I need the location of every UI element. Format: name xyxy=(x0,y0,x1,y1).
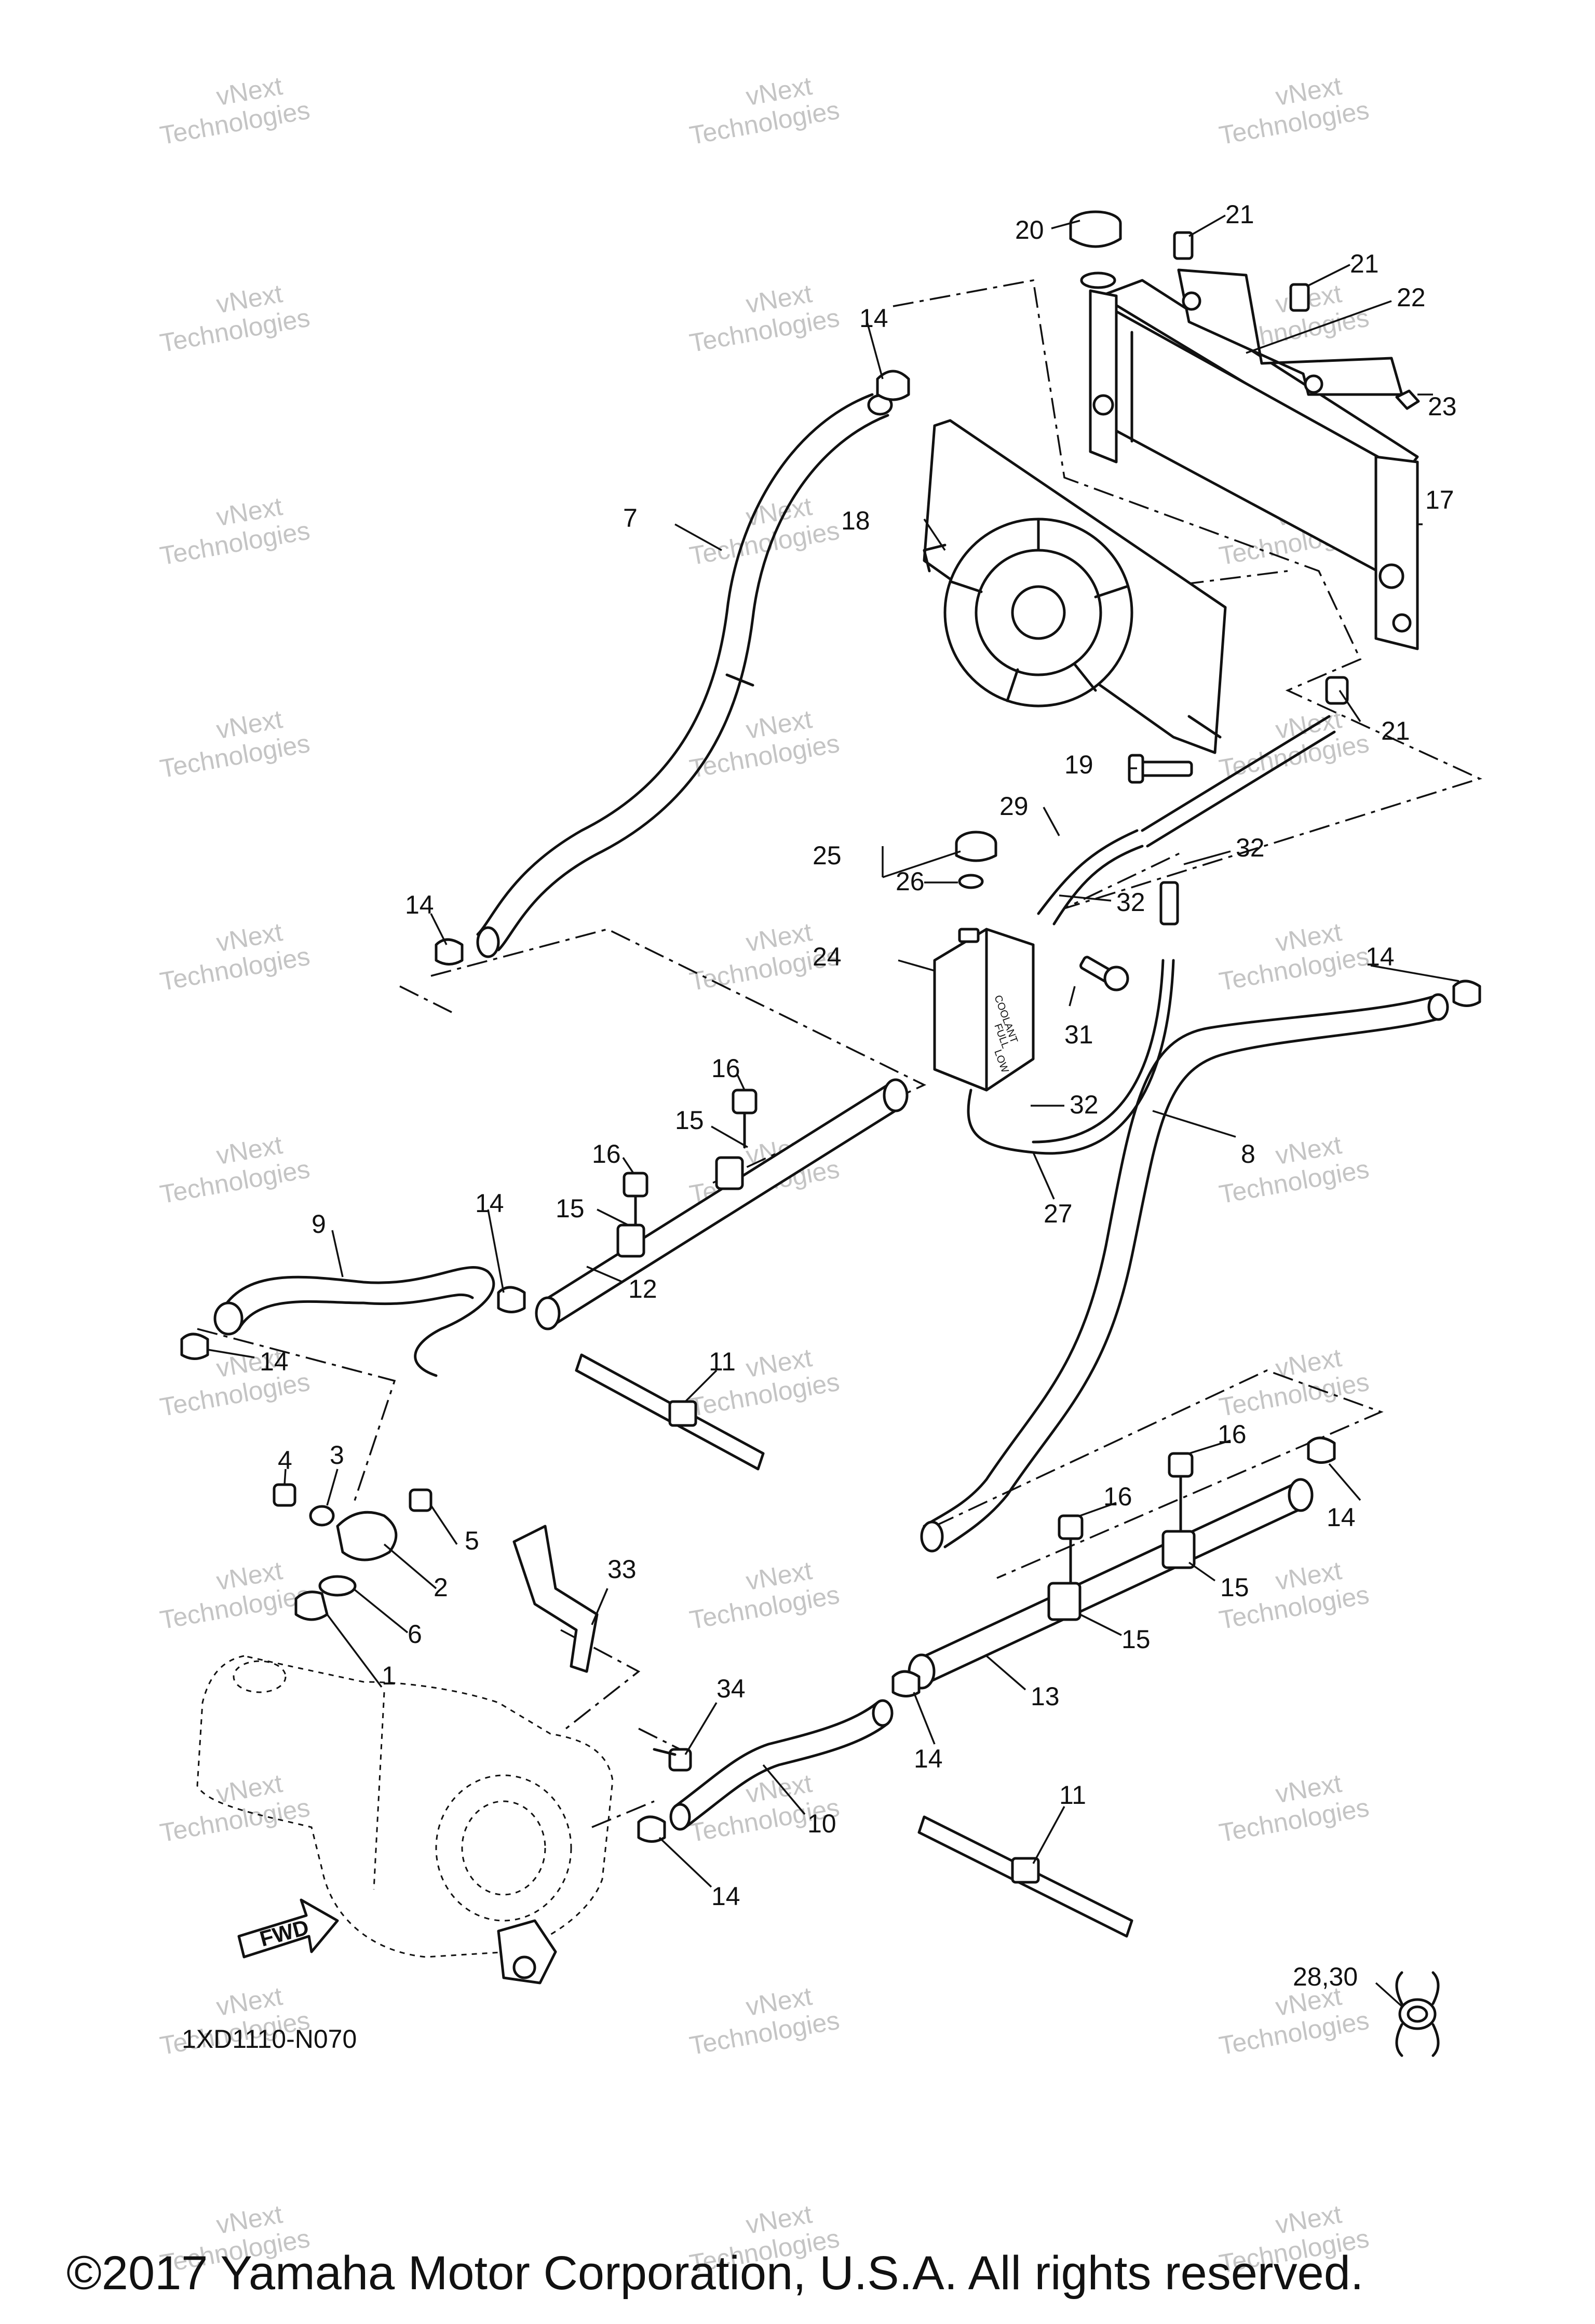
callout-14-e: 14 xyxy=(260,1347,289,1376)
callout-15-a: 15 xyxy=(675,1106,704,1135)
hose-clamps xyxy=(180,370,1481,1843)
callout-21-low: 21 xyxy=(1381,716,1410,745)
copyright-notice: ©2017 Yamaha Motor Corporation, U.S.A. A… xyxy=(66,2247,1363,2300)
callout-5: 5 xyxy=(465,1526,479,1555)
cable-tie-11-lower xyxy=(917,1815,1133,1938)
callout-33: 33 xyxy=(607,1555,637,1584)
callout-12: 12 xyxy=(628,1274,657,1303)
cooling-fan-assembly xyxy=(923,419,1227,754)
engine-outline xyxy=(196,1655,614,1985)
callout-27: 27 xyxy=(1044,1199,1073,1228)
callout-14-c: 14 xyxy=(1366,942,1395,971)
bolt-19 xyxy=(1128,754,1193,784)
hose-7 xyxy=(476,393,893,958)
callout-15-d: 15 xyxy=(1121,1625,1151,1654)
callout-21-mid: 21 xyxy=(1350,249,1379,278)
callout-14-b: 14 xyxy=(405,890,434,919)
cable-tie-11-upper xyxy=(575,1353,765,1471)
callout-1: 1 xyxy=(382,1661,396,1690)
callout-17: 17 xyxy=(1425,485,1454,514)
grommet-28-30 xyxy=(1395,1971,1440,2057)
callout-31: 31 xyxy=(1064,1020,1093,1049)
leader-lines xyxy=(207,214,1459,2007)
radiator-bracket xyxy=(1173,231,1420,705)
coolant-reservoir: COOLANT FULL LOW xyxy=(933,928,1035,1092)
callouts: 20 21 21 22 23 17 18 14 7 21 19 29 25 26… xyxy=(260,200,1457,1991)
callout-25: 25 xyxy=(813,841,842,870)
callout-14-g: 14 xyxy=(914,1744,943,1773)
callout-13: 13 xyxy=(1031,1682,1060,1711)
bolt-31 xyxy=(1079,956,1129,991)
callout-3: 3 xyxy=(330,1440,344,1470)
callout-11-b: 11 xyxy=(1059,1781,1086,1810)
radiator-cap xyxy=(1069,210,1122,289)
callout-32-a: 32 xyxy=(1236,833,1265,862)
callout-20: 20 xyxy=(1015,215,1044,244)
callout-14-f: 14 xyxy=(1327,1503,1356,1532)
bolts-16 xyxy=(623,1089,1194,1585)
callout-22: 22 xyxy=(1397,283,1426,312)
callout-16-a: 16 xyxy=(711,1054,740,1083)
hose-27 xyxy=(967,881,1179,1155)
bracket-33 xyxy=(512,1525,599,1673)
reservoir-cap xyxy=(955,831,997,889)
callout-34: 34 xyxy=(717,1674,746,1703)
callout-2: 2 xyxy=(434,1573,448,1602)
thermostat-housing xyxy=(273,1483,432,1621)
callout-16-b: 16 xyxy=(592,1139,621,1168)
callout-11-a: 11 xyxy=(709,1347,736,1376)
callout-26: 26 xyxy=(896,867,925,896)
hose-8 xyxy=(920,993,1449,1553)
callout-15-c: 15 xyxy=(1220,1573,1249,1602)
callout-8: 8 xyxy=(1241,1139,1255,1168)
callout-21-top: 21 xyxy=(1225,200,1254,229)
hose-10 xyxy=(669,1699,894,1831)
hose-29 xyxy=(1037,715,1336,926)
callout-19: 19 xyxy=(1064,750,1093,779)
callout-24: 24 xyxy=(813,942,842,971)
callout-14-h: 14 xyxy=(711,1882,740,1911)
radiator xyxy=(1089,279,1419,650)
figure-code: 1XD1110-N070 xyxy=(182,2024,357,2054)
callout-15-b: 15 xyxy=(556,1194,585,1223)
bolt-34 xyxy=(653,1748,692,1772)
fwd-label: FWD xyxy=(257,1915,312,1951)
forward-direction-arrow: FWD xyxy=(237,1898,339,1959)
pipe-13 xyxy=(908,1478,1314,1690)
callout-32-c: 32 xyxy=(1070,1090,1099,1119)
callout-28-30: 28,30 xyxy=(1293,1962,1358,1991)
callout-18: 18 xyxy=(841,506,870,535)
callout-29: 29 xyxy=(999,792,1029,821)
callout-14-d: 14 xyxy=(475,1189,504,1218)
callout-14-a: 14 xyxy=(859,304,888,333)
hose-9 xyxy=(213,1266,495,1377)
pipe-12 xyxy=(535,1078,909,1330)
callout-16-c: 16 xyxy=(1218,1420,1247,1449)
callout-4: 4 xyxy=(278,1446,292,1475)
callout-6: 6 xyxy=(408,1620,422,1649)
callout-7: 7 xyxy=(623,504,638,533)
callout-10: 10 xyxy=(807,1809,836,1838)
callout-32-b: 32 xyxy=(1116,888,1145,917)
callout-9: 9 xyxy=(312,1209,326,1239)
callout-16-d: 16 xyxy=(1103,1482,1132,1511)
callout-23: 23 xyxy=(1428,392,1457,421)
